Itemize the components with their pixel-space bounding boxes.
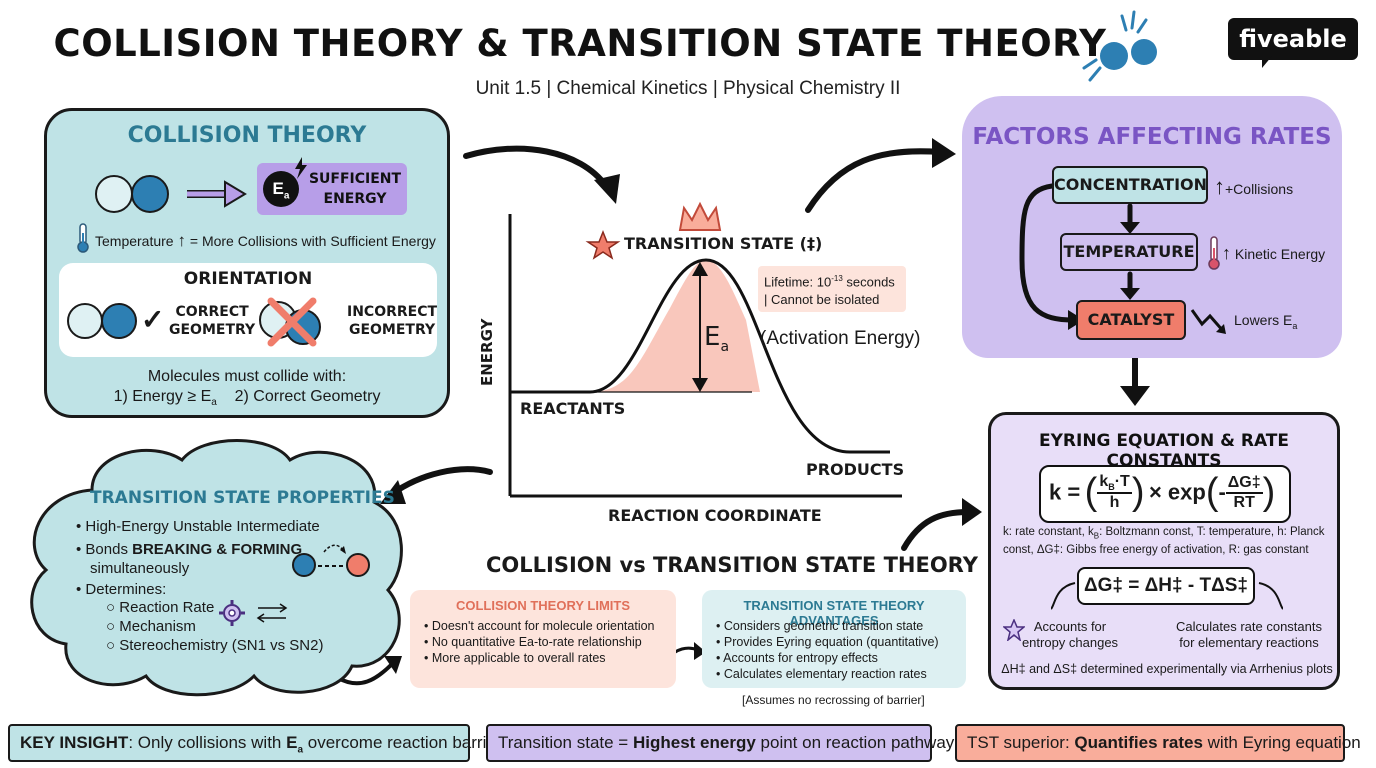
list-item: Accounts for entropy effects <box>716 650 939 666</box>
molecule-light <box>95 175 133 213</box>
limits-list: Doesn't account for molecule orientation… <box>424 618 655 666</box>
tsp-item-1: • High-Energy Unstable Intermediate <box>76 518 320 535</box>
tsp-sub-1: ○ Reaction Rate <box>106 599 215 616</box>
ea-label: Ea <box>704 322 730 356</box>
factors-flow <box>1019 183 1140 330</box>
must-collide-text: Molecules must collide with: <box>147 368 347 385</box>
key-insight-bar: KEY INSIGHT: Only collisions with Ea ove… <box>8 724 501 762</box>
tsp-item-3: • Determines: <box>76 581 167 598</box>
eyring-panel: EYRING EQUATION & RATE CONSTANTS k = (kB… <box>988 412 1340 690</box>
lifetime-note: Lifetime: 10-13 seconds | Cannot be isol… <box>758 266 906 312</box>
star-outline-icon <box>1003 619 1025 641</box>
limits-box: COLLISION THEORY LIMITS Doesn't account … <box>410 590 676 688</box>
ea-arrow-up <box>692 262 708 276</box>
page-subtitle: Unit 1.5 | Chemical Kinetics | Physical … <box>475 78 901 99</box>
temperature-note: Temperature ↑ = More Collisions with Suf… <box>95 231 436 250</box>
star-icon <box>585 229 621 260</box>
reactants-label: REACTANTS <box>520 399 626 418</box>
catalyst-pill: CATALYST <box>1076 300 1186 340</box>
tsp-sub-3: ○ Stereochemistry (SN1 vs SN2) <box>106 637 324 654</box>
catalyst-note: Lowers Ea <box>1234 312 1298 331</box>
list-item: Provides Eyring equation (quantitative) <box>716 634 939 650</box>
concentration-pill: CONCENTRATION <box>1052 166 1208 204</box>
bond-arrow-icon <box>318 544 346 567</box>
lightning-icon <box>295 157 307 179</box>
tst-superior-bar: TST superior: Quantifies rates with Eyri… <box>955 724 1361 762</box>
thermometer-icon <box>1208 236 1220 270</box>
collision-conditions: 1) Energy ≥ Ea 2) Correct Geometry <box>113 388 381 409</box>
list-item: No quantitative Ea-to-rate relationship <box>424 634 655 650</box>
tsp-item-2-cont: simultaneously <box>90 560 190 577</box>
collision-theory-title: COLLISION THEORY <box>127 123 367 148</box>
arrow-cmp-to-eyring <box>901 509 971 551</box>
energy-curve <box>510 258 890 454</box>
advantages-list: Considers geometric transition state Pro… <box>716 618 939 682</box>
gibbs-brackets <box>1051 582 1283 610</box>
arrow-right-icon <box>187 180 247 208</box>
gibbs-equation: ΔG‡ = ΔH‡ - TΔS‡ <box>1077 567 1255 605</box>
trend-down-icon <box>1190 309 1226 334</box>
cross-icon <box>267 297 317 347</box>
energy-diagram <box>508 201 902 498</box>
molecule-blue <box>292 553 316 577</box>
page-title: COLLISION THEORY & TRANSITION STATE THEO… <box>53 22 1107 65</box>
temperature-note: ↑ Kinetic Energy <box>1222 243 1326 263</box>
eyring-legend: k: rate constant, kB: Boltzmann const, T… <box>1003 526 1325 557</box>
ea-badge: Ea <box>263 171 299 207</box>
checkmark-icon: ✓ <box>141 304 165 335</box>
tsp-item-2: • Bonds BREAKING & FORMING <box>76 541 303 558</box>
collision-icon <box>1082 10 1157 82</box>
tsp-cloud <box>30 439 403 697</box>
comparison-title: COLLISION vs TRANSITION STATE THEORY <box>486 553 978 577</box>
advantages-box: TRANSITION STATE THEORY ADVANTAGES Consi… <box>702 590 966 688</box>
arrhenius-note: ΔH‡ and ΔS‡ determined experimentally vi… <box>1001 662 1333 676</box>
tsp-title: TRANSITION STATE PROPERTIES <box>90 488 395 508</box>
products-label: PRODUCTS <box>806 460 905 479</box>
molecule-orange <box>346 553 370 577</box>
thermometer-icon <box>77 223 89 253</box>
list-item: Calculates elementary reaction rates <box>716 666 939 682</box>
activation-area <box>510 260 760 392</box>
x-axis-label: REACTION COORDINATE <box>608 506 822 525</box>
crown-icon <box>678 201 722 231</box>
arrow-ct-to-diagram <box>463 145 609 189</box>
molecule-blue <box>131 175 169 213</box>
list-item: Doesn't account for molecule orientation <box>424 618 655 634</box>
transition-state-bar: Transition state = Highest energy point … <box>486 724 954 762</box>
y-axis-label: ENERGY <box>478 318 496 386</box>
factors-title: FACTORS AFFECTING RATES <box>972 124 1332 150</box>
ea-arrow-down <box>692 378 708 392</box>
transition-state-label: TRANSITION STATE (‡) <box>624 234 823 253</box>
assumption-note: [Assumes no recrossing of barrier] <box>742 693 925 707</box>
orientation-title: ORIENTATION <box>183 269 313 289</box>
list-item: Considers geometric transition state <box>716 618 939 634</box>
temperature-pill: TEMPERATURE <box>1060 233 1198 271</box>
logo-tail <box>1262 56 1272 68</box>
concentration-note: ↑+Collisions <box>1214 174 1294 199</box>
tsp-sub-2: ○ Mechanism <box>106 618 196 635</box>
list-item: More applicable to overall rates <box>424 650 655 666</box>
limits-title: COLLISION THEORY LIMITS <box>455 598 631 613</box>
fiveable-logo[interactable]: fiveable <box>1228 18 1358 60</box>
molecule-light <box>67 303 103 339</box>
activation-energy-label: (Activation Energy) <box>760 328 921 349</box>
molecule-blue <box>101 303 137 339</box>
gear-icon <box>219 600 288 626</box>
